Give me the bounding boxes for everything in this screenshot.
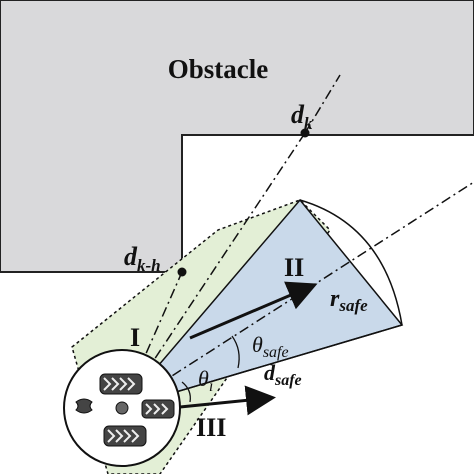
robot-wheel-front (141, 399, 175, 419)
theta-safe-arc (231, 335, 240, 369)
obstacle-label: Obstacle (168, 54, 269, 84)
region-III-label: III (196, 413, 226, 442)
dk-label: dk (291, 100, 313, 133)
r-safe-arrow (189, 281, 318, 340)
point-dkh (177, 267, 187, 277)
robot-wheel-top (99, 373, 143, 395)
robot-center (115, 401, 129, 415)
r-safe-label: rsafe (330, 286, 368, 315)
theta-safe-label: θsafe (252, 332, 289, 361)
obstacle-area (0, 0, 474, 273)
robot-caster-left (75, 398, 93, 414)
point-dk (300, 128, 310, 138)
theta-i-arc (181, 381, 191, 403)
region-II-label: II (284, 253, 304, 282)
theta-i-label: θi (198, 366, 213, 395)
region-I-label: I (130, 323, 140, 352)
safe-arc (299, 199, 403, 326)
robot-wheel-bottom (103, 425, 147, 447)
d-safe-label: dsafe (264, 360, 302, 389)
dkh-label: dk-h (124, 242, 161, 275)
